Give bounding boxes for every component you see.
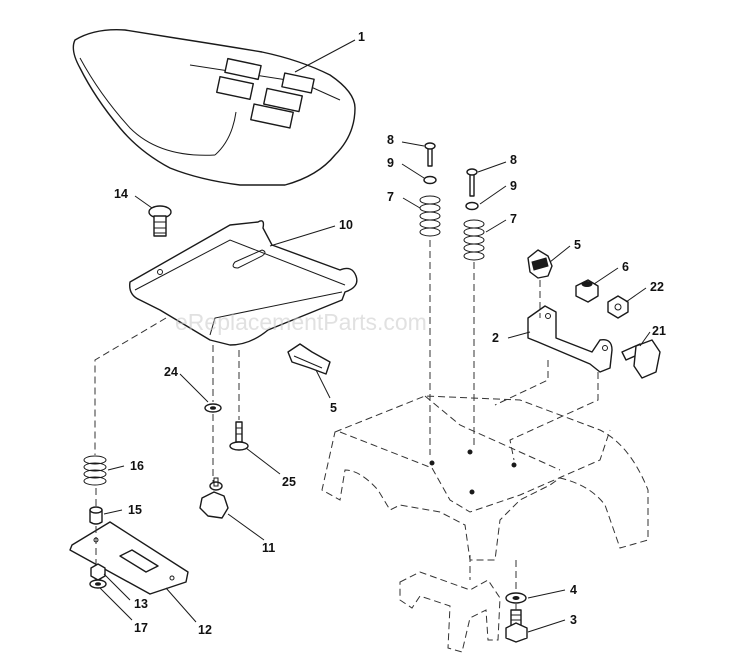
callout-13: 13 [134, 597, 148, 611]
callout-7-right: 7 [510, 212, 517, 226]
carriage-bolt-part [148, 205, 172, 237]
callout-9-right: 9 [510, 179, 517, 193]
callout-10: 10 [339, 218, 353, 232]
hinge-clip-part [287, 343, 331, 375]
callout-4: 4 [570, 583, 577, 597]
knob-11-part [199, 477, 229, 519]
callout-11: 11 [262, 541, 275, 555]
callout-6: 6 [622, 260, 629, 274]
leader-lines [99, 39, 651, 633]
fender-deck-outline [321, 395, 649, 561]
callout-labels: 1 10 14 8 9 7 8 9 7 5 6 22 2 21 24 5 16 … [114, 30, 666, 637]
callout-9-left: 9 [387, 156, 394, 170]
spring-left-part [419, 142, 441, 237]
callout-8-right: 8 [510, 153, 517, 167]
seat-pan-part [129, 220, 358, 346]
callout-25: 25 [282, 475, 296, 489]
washer-24-part [204, 403, 222, 413]
callout-16: 16 [130, 459, 144, 473]
callout-7-left: 7 [387, 190, 394, 204]
callout-8-left: 8 [387, 133, 394, 147]
washer-17-part [89, 579, 107, 589]
nut-13-part [90, 563, 106, 581]
seat-part [72, 29, 356, 186]
spacer-15-part [89, 506, 103, 525]
callout-5-upper: 5 [574, 238, 581, 252]
callout-22: 22 [650, 280, 664, 294]
spring-16-part [83, 455, 107, 486]
watermark-text: eReplacementParts.com [175, 309, 427, 335]
spring-right-part [463, 168, 485, 261]
callout-15: 15 [128, 503, 142, 517]
callout-12: 12 [198, 623, 212, 637]
mount-bracket-lower [399, 571, 501, 653]
callout-5-lower: 5 [330, 401, 337, 415]
callout-14: 14 [114, 187, 128, 201]
callout-2: 2 [492, 331, 499, 345]
adjust-knob-part [527, 249, 553, 279]
callout-3: 3 [570, 613, 577, 627]
nut-6-part [575, 279, 599, 303]
slide-plate-12-part [69, 521, 189, 595]
callout-24: 24 [164, 365, 178, 379]
shoulder-bolt-21-part [621, 339, 661, 379]
bolt-25-part [229, 421, 249, 451]
bracket-part [527, 305, 613, 373]
washer-4-part [505, 592, 527, 604]
bolt-3-part [505, 609, 528, 643]
assembly-guide-lines [94, 240, 599, 610]
callout-1: 1 [358, 30, 365, 44]
callout-21: 21 [652, 324, 666, 338]
callout-17: 17 [134, 621, 148, 635]
nut-22-part [607, 295, 629, 319]
